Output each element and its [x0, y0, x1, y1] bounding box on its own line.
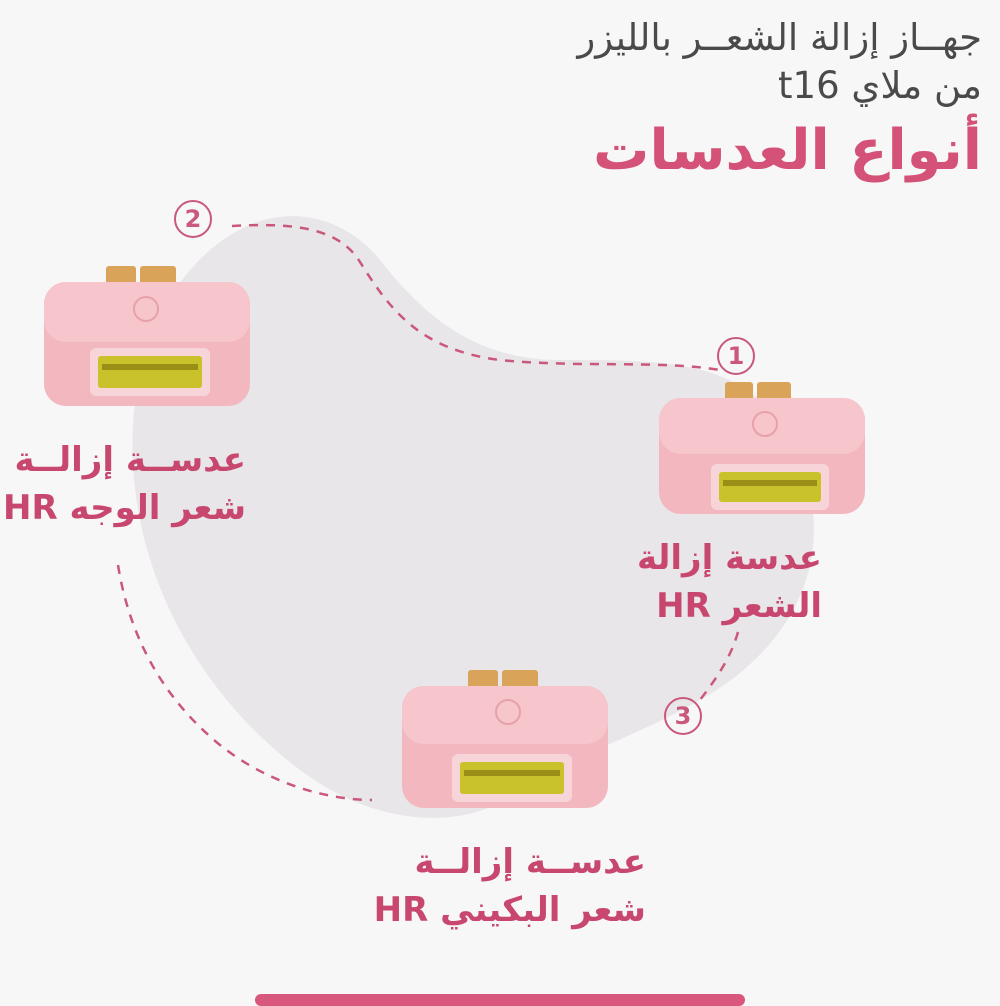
lens-label-3: عدســة إزالــة شعر البكيني HR — [346, 838, 646, 934]
lens-device-2-icon — [44, 266, 250, 406]
dashed-path-top — [231, 223, 721, 372]
dashed-path-right — [698, 631, 740, 701]
header: جهــاز إزالة الشعــر بالليزر من ملاي t16… — [577, 14, 982, 186]
lens-label-3-line1: عدســة إزالــة — [414, 842, 646, 882]
background-blob — [132, 216, 814, 818]
lens-label-1-line2: الشعر HR — [656, 586, 822, 626]
lens-label-1-line1: عدسة إزالة — [636, 538, 822, 578]
lens-device-1-icon — [659, 382, 865, 514]
lens-label-2-line1: عدســة إزالــة — [14, 440, 246, 480]
lens-label-3-line2: شعر البكيني HR — [373, 890, 646, 930]
badge-number-3: 3 — [664, 697, 702, 735]
lens-label-1: عدسة إزالة الشعر HR — [622, 534, 822, 630]
badge-number-2: 2 — [174, 200, 212, 238]
page-title: أنواع العدسات — [593, 118, 982, 183]
subtitle-line1: جهــاز إزالة الشعــر بالليزر — [577, 16, 982, 59]
dashed-path-left — [116, 564, 373, 802]
badge-number-1: 1 — [717, 337, 755, 375]
lens-device-3-icon — [402, 670, 608, 808]
bottom-accent-bar — [255, 994, 745, 1006]
lens-label-2-line2: شعر الوجه HR — [3, 488, 246, 528]
subtitle-line2: من ملاي t16 — [778, 64, 982, 107]
lens-label-2: عدســة إزالــة شعر الوجه HR — [0, 436, 246, 532]
